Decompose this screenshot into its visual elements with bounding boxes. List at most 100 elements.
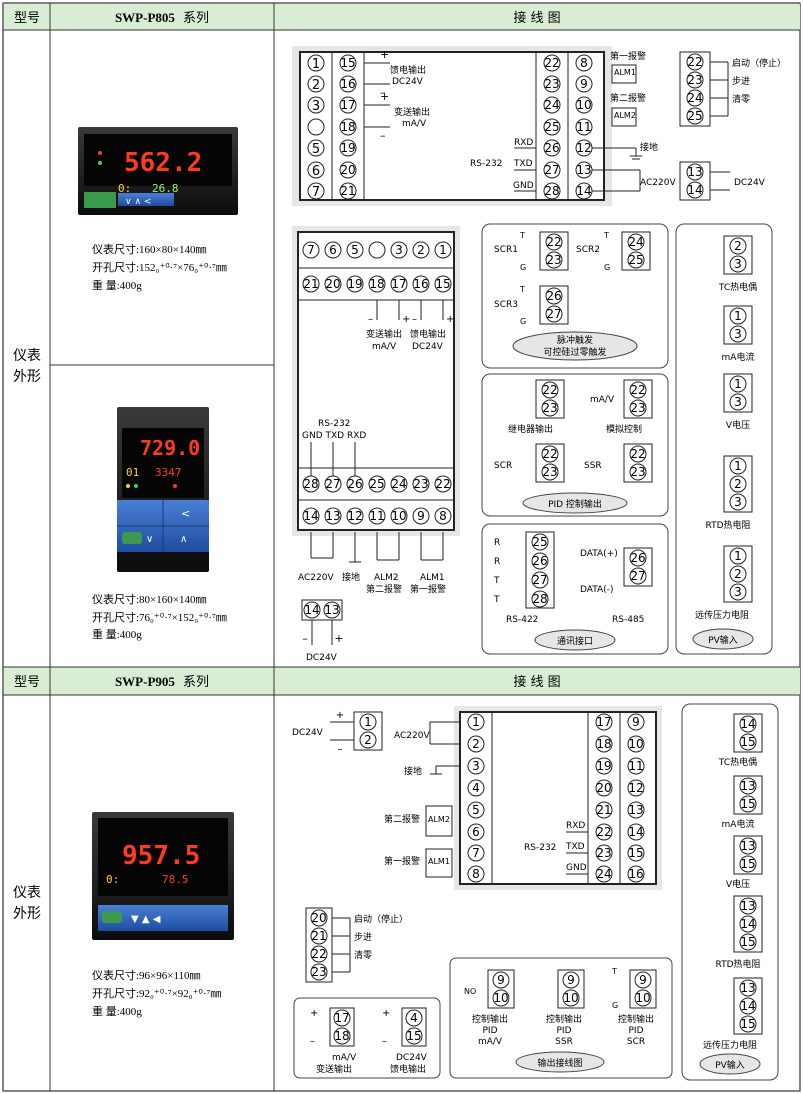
top-feed-dc24v: DC24V (392, 77, 424, 87)
svg-text:15: 15 (740, 797, 755, 811)
svg-text:5: 5 (472, 803, 480, 817)
svg-text:13: 13 (740, 839, 755, 853)
p905-output-wiring-panel: 9 10 9 10 9 10 NO T G 控制输出 PID mA/V 控制输出… (449, 957, 673, 1079)
svg-text:27: 27 (630, 569, 645, 583)
p905-first-alarm: 第一报警 (384, 855, 420, 867)
svg-text:+: + (402, 314, 410, 325)
top-first-alarm: 第一报警 (610, 50, 646, 62)
top-transmit-mav: mA/V (402, 119, 427, 129)
svg-text:16: 16 (340, 77, 355, 91)
svg-text:7: 7 (312, 185, 320, 200)
svg-text:20: 20 (596, 781, 611, 795)
pv1-ma: mA电流 (722, 351, 755, 363)
svg-text:12: 12 (347, 509, 362, 523)
svg-text:15: 15 (740, 735, 755, 749)
svg-text:15: 15 (740, 857, 755, 871)
svg-text:26: 26 (546, 289, 561, 303)
model-name: SWP-P805 (115, 10, 175, 25)
model-label-2: 型号 (14, 675, 40, 690)
svg-text:2: 2 (312, 78, 320, 93)
p905-power-terminals: 1 2 +– (330, 710, 383, 755)
out1-pid: PID (482, 1026, 497, 1036)
svg-text:17: 17 (334, 1011, 349, 1025)
svg-text:15: 15 (740, 1017, 755, 1031)
svg-text:22: 22 (687, 55, 702, 69)
svg-text:26: 26 (347, 477, 362, 491)
svg-text:25: 25 (532, 535, 547, 549)
svg-text:21: 21 (596, 803, 611, 817)
out-no: NO (464, 987, 476, 996)
svg-text:10: 10 (563, 991, 578, 1005)
svg-text:7: 7 (307, 243, 315, 257)
svg-text:8: 8 (472, 867, 480, 881)
scr3-label: SCR3 (494, 300, 518, 310)
svg-text:24: 24 (687, 91, 702, 105)
spec-a-size: 仪表尺寸:160×80×140㎜ (92, 242, 206, 256)
p905-mav: mA/V (332, 1053, 357, 1063)
v-dc24v: DC24V (306, 653, 338, 663)
svg-text:3: 3 (472, 759, 480, 773)
v-feed-dc24v: DC24V (412, 342, 444, 352)
svg-text:5: 5 (312, 142, 320, 157)
svg-text:6: 6 (329, 243, 337, 257)
p905-rs232: RS-232 (524, 843, 556, 853)
svg-text:23: 23 (630, 465, 645, 479)
pv2-tc: TC热电偶 (718, 756, 757, 768)
v-first-alarm: 第一报警 (410, 583, 446, 595)
svg-text:+: + (336, 710, 344, 721)
pulse-trigger: 脉冲触发 (557, 334, 593, 346)
v-ac220v: AC220V (298, 573, 334, 583)
meter-photo-square: 957.5 0: 78.5 ▼ ▲ ◀ (92, 812, 234, 940)
comm-rs422: RS-422 (506, 615, 538, 625)
meter-b-pv: 729.0 (140, 436, 200, 460)
svg-text:23: 23 (542, 401, 557, 415)
svg-text:14: 14 (740, 917, 755, 931)
svg-text:<: < (181, 507, 190, 520)
p805-terminal-block-vertical: 7 6 5 3 2 1 21 20 19 18 17 16 15 28 27 2… (292, 226, 460, 536)
svg-text:SWP-P905 系列: SWP-P905 系列 (115, 674, 209, 690)
wiring-title: 接 线 图 (513, 10, 560, 26)
svg-text:18: 18 (596, 737, 611, 751)
svg-text:10: 10 (635, 991, 650, 1005)
v-alm2: ALM2 (374, 573, 399, 583)
top-step: 步进 (732, 76, 750, 87)
out-g: G (612, 1001, 618, 1010)
svg-text:+: + (380, 90, 389, 103)
svg-text:12: 12 (576, 141, 591, 155)
svg-text:3: 3 (312, 99, 320, 114)
p905-rxd: RXD (566, 821, 585, 831)
p905-gnd: GND (566, 863, 587, 873)
svg-text:15: 15 (406, 1029, 421, 1043)
svg-text:16: 16 (413, 277, 428, 291)
out2-ctrl: 控制输出 (546, 1013, 582, 1025)
svg-text:28: 28 (544, 184, 559, 198)
svg-text:9: 9 (567, 973, 575, 987)
top-start-stop: 启动（停止） (732, 57, 786, 69)
svg-text:14: 14 (303, 509, 318, 523)
svg-text:23: 23 (542, 465, 557, 479)
svg-text:1: 1 (472, 715, 480, 729)
svg-text:13: 13 (628, 803, 643, 817)
pv1-pressure: 远传压力电阻 (695, 609, 749, 621)
svg-text:2: 2 (734, 477, 742, 491)
spec-c-cutout: 开孔尺寸:92₀⁺⁰·⁷×92₀⁺⁰·⁷㎜ (92, 986, 221, 1000)
svg-text:14: 14 (628, 825, 643, 839)
p905-alm1: ALM1 (428, 857, 450, 866)
pid-ctrl-out: PID 控制输出 (548, 498, 602, 510)
svg-text:2: 2 (734, 239, 742, 253)
svg-text:1: 1 (364, 715, 372, 729)
meter-a-sv-prefix: 0: (118, 182, 131, 195)
svg-text:24: 24 (628, 235, 643, 249)
scr1-label: SCR1 (494, 245, 518, 255)
svg-text:2: 2 (472, 737, 480, 751)
out-t: T (611, 967, 617, 976)
pv1-tc: TC热电偶 (718, 281, 757, 293)
p905-ground: 接地 (404, 765, 422, 777)
v-ground: 接地 (342, 571, 360, 583)
svg-text:18: 18 (334, 1029, 349, 1043)
top-gnd: GND (513, 181, 534, 191)
svg-text:3: 3 (395, 243, 403, 257)
svg-text:1: 1 (312, 57, 320, 72)
svg-text:9: 9 (417, 509, 425, 523)
svg-text:22: 22 (630, 447, 645, 461)
